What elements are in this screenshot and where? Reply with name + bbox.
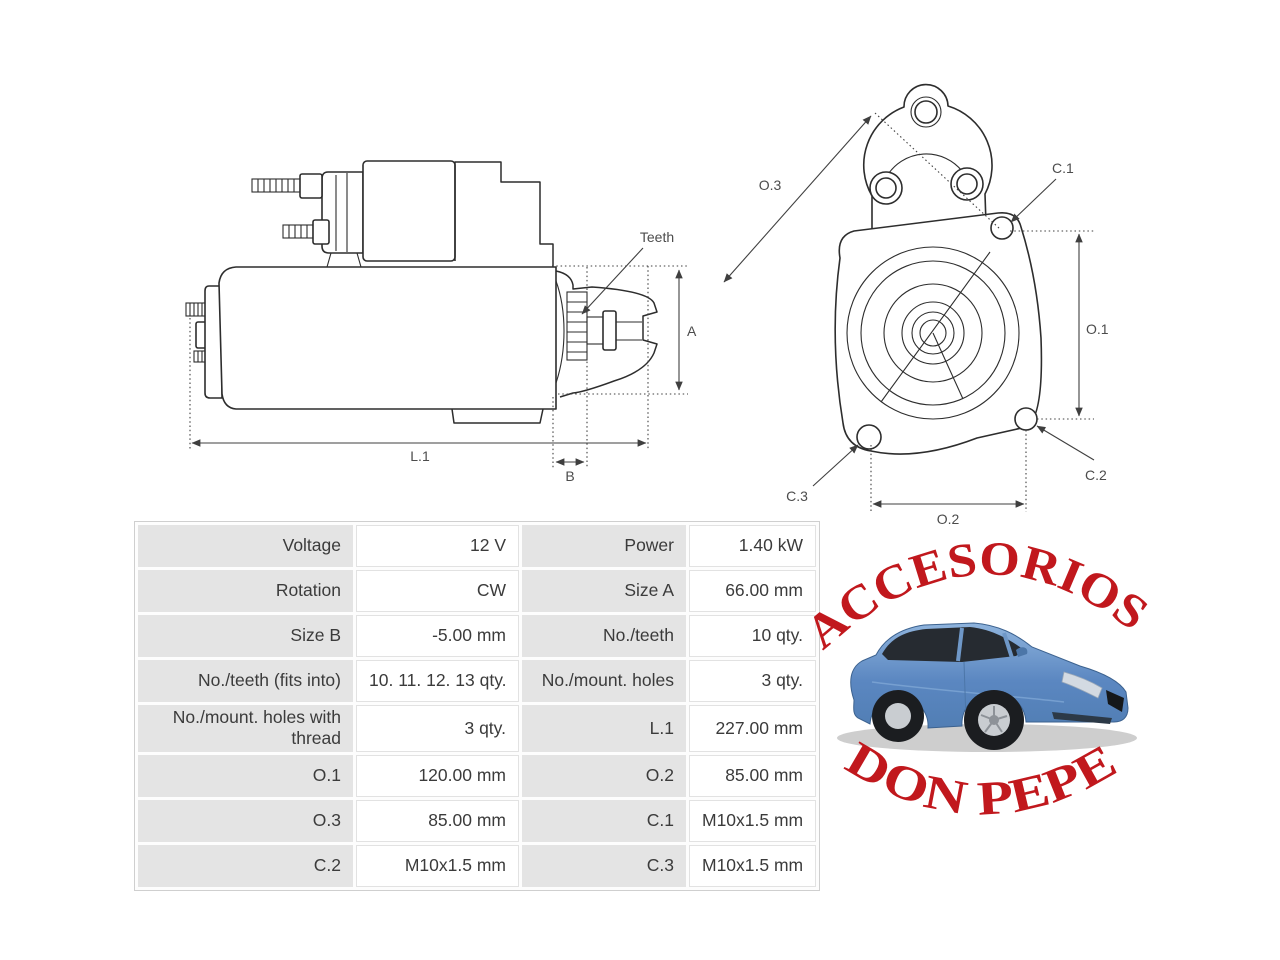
dim-label-l1: L.1 <box>410 448 430 464</box>
spec-value: 10. 11. 12. 13 qty. <box>356 660 519 702</box>
spec-label: No./mount. holes <box>522 660 686 702</box>
spec-value: CW <box>356 570 519 612</box>
spec-value: M10x1.5 mm <box>689 844 816 887</box>
dim-label-b: B <box>565 468 574 484</box>
spec-value: M10x1.5 mm <box>689 799 816 842</box>
front-view-drawing: O.3 O.1 O.2 C.1 C.2 C.3 <box>723 83 1109 527</box>
watermark-logo: ACCESORIOS DON PEPE <box>812 532 1158 826</box>
spec-label: Power <box>522 525 686 567</box>
spec-value: 120.00 mm <box>356 754 519 797</box>
spec-value: 12 V <box>356 525 519 567</box>
spec-value: -5.00 mm <box>356 615 519 657</box>
spec-label: No./teeth (fits into) <box>138 660 353 702</box>
dim-label-c3: C.3 <box>786 488 808 504</box>
spec-value: M10x1.5 mm <box>356 844 519 887</box>
spec-label: C.1 <box>522 799 686 842</box>
dim-label-c2: C.2 <box>1085 467 1107 483</box>
spec-label: C.3 <box>522 844 686 887</box>
spec-value: 3 qty. <box>356 705 519 752</box>
table-row: No./teeth (fits into) 10. 11. 12. 13 qty… <box>138 660 816 702</box>
teeth-label: Teeth <box>640 229 674 245</box>
side-view-drawing: Teeth A L.1 B <box>185 160 697 484</box>
table-row: C.2 M10x1.5 mm C.3 M10x1.5 mm <box>138 844 816 887</box>
spec-label: O.3 <box>138 799 353 842</box>
spec-label: L.1 <box>522 705 686 752</box>
dim-label-o3: O.3 <box>759 177 782 193</box>
dim-label-c1: C.1 <box>1052 160 1074 176</box>
spec-value: 227.00 mm <box>689 705 816 752</box>
table-row: Size B -5.00 mm No./teeth 10 qty. <box>138 615 816 657</box>
spec-label: O.2 <box>522 754 686 797</box>
spec-value: 3 qty. <box>689 660 816 702</box>
spec-label: Rotation <box>138 570 353 612</box>
table-row: No./mount. holes with thread 3 qty. L.1 … <box>138 705 816 752</box>
dim-label-a: A <box>687 323 697 339</box>
spec-label: Size A <box>522 570 686 612</box>
spec-label: No./mount. holes with thread <box>138 705 353 752</box>
spec-value: 10 qty. <box>689 615 816 657</box>
spec-label: Size B <box>138 615 353 657</box>
spec-value: 85.00 mm <box>689 754 816 797</box>
spec-label: Voltage <box>138 525 353 567</box>
table-row: Rotation CW Size A 66.00 mm <box>138 570 816 612</box>
dim-label-o2: O.2 <box>937 511 960 527</box>
spec-table: Voltage 12 V Power 1.40 kW Rotation CW S… <box>134 521 820 891</box>
spec-value: 1.40 kW <box>689 525 816 567</box>
car-image <box>837 622 1137 752</box>
table-row: O.1 120.00 mm O.2 85.00 mm <box>138 754 816 797</box>
spec-value: 85.00 mm <box>356 799 519 842</box>
dim-label-o1: O.1 <box>1086 321 1109 337</box>
spec-label: C.2 <box>138 844 353 887</box>
table-row: O.3 85.00 mm C.1 M10x1.5 mm <box>138 799 816 842</box>
spec-value: 66.00 mm <box>689 570 816 612</box>
spec-label: No./teeth <box>522 615 686 657</box>
table-row: Voltage 12 V Power 1.40 kW <box>138 525 816 567</box>
spec-label: O.1 <box>138 754 353 797</box>
